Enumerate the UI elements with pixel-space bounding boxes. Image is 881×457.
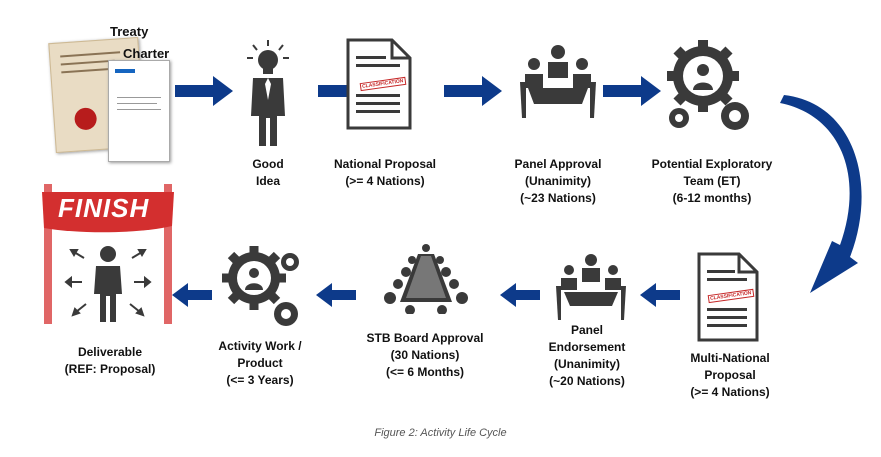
charter-label: Charter (123, 46, 170, 61)
label-deliverable: Deliverable(REF: Proposal) (64, 345, 156, 376)
board-table-icon (384, 244, 468, 314)
label-national-proposal: National Proposal(>= 4 Nations) (333, 157, 437, 188)
arrow-left-icon (500, 283, 540, 307)
treaty-label: Treaty (110, 24, 149, 39)
label-stb-board-approval: STB Board Approval(30 Nations)(<= 6 Mont… (366, 331, 484, 379)
figure-caption: Figure 2: Activity Life Cycle (374, 427, 507, 439)
finish-banner-text: FINISH (58, 193, 150, 223)
meeting-table-icon (556, 254, 626, 320)
arrow-left-icon (172, 283, 212, 307)
arrow-left-icon (316, 283, 356, 307)
finish-banner (42, 184, 174, 324)
charter-document (108, 60, 170, 162)
arrow-right-icon (603, 76, 661, 106)
arrow-right-icon (444, 76, 502, 106)
gears-team-icon (667, 40, 749, 130)
meeting-table-icon (520, 45, 596, 118)
gears-work-icon (222, 246, 299, 326)
label-activity-work: Activity Work /Product(<= 3 Years) (218, 339, 302, 387)
wax-seal-icon (73, 107, 98, 131)
arrow-left-icon (640, 283, 680, 307)
label-panel-approval: Panel Approval(Unanimity)(~23 Nations) (514, 157, 602, 205)
curved-arrow-icon (780, 95, 862, 293)
lightbulb-person-icon (247, 40, 289, 146)
arrow-right-icon (175, 76, 233, 106)
